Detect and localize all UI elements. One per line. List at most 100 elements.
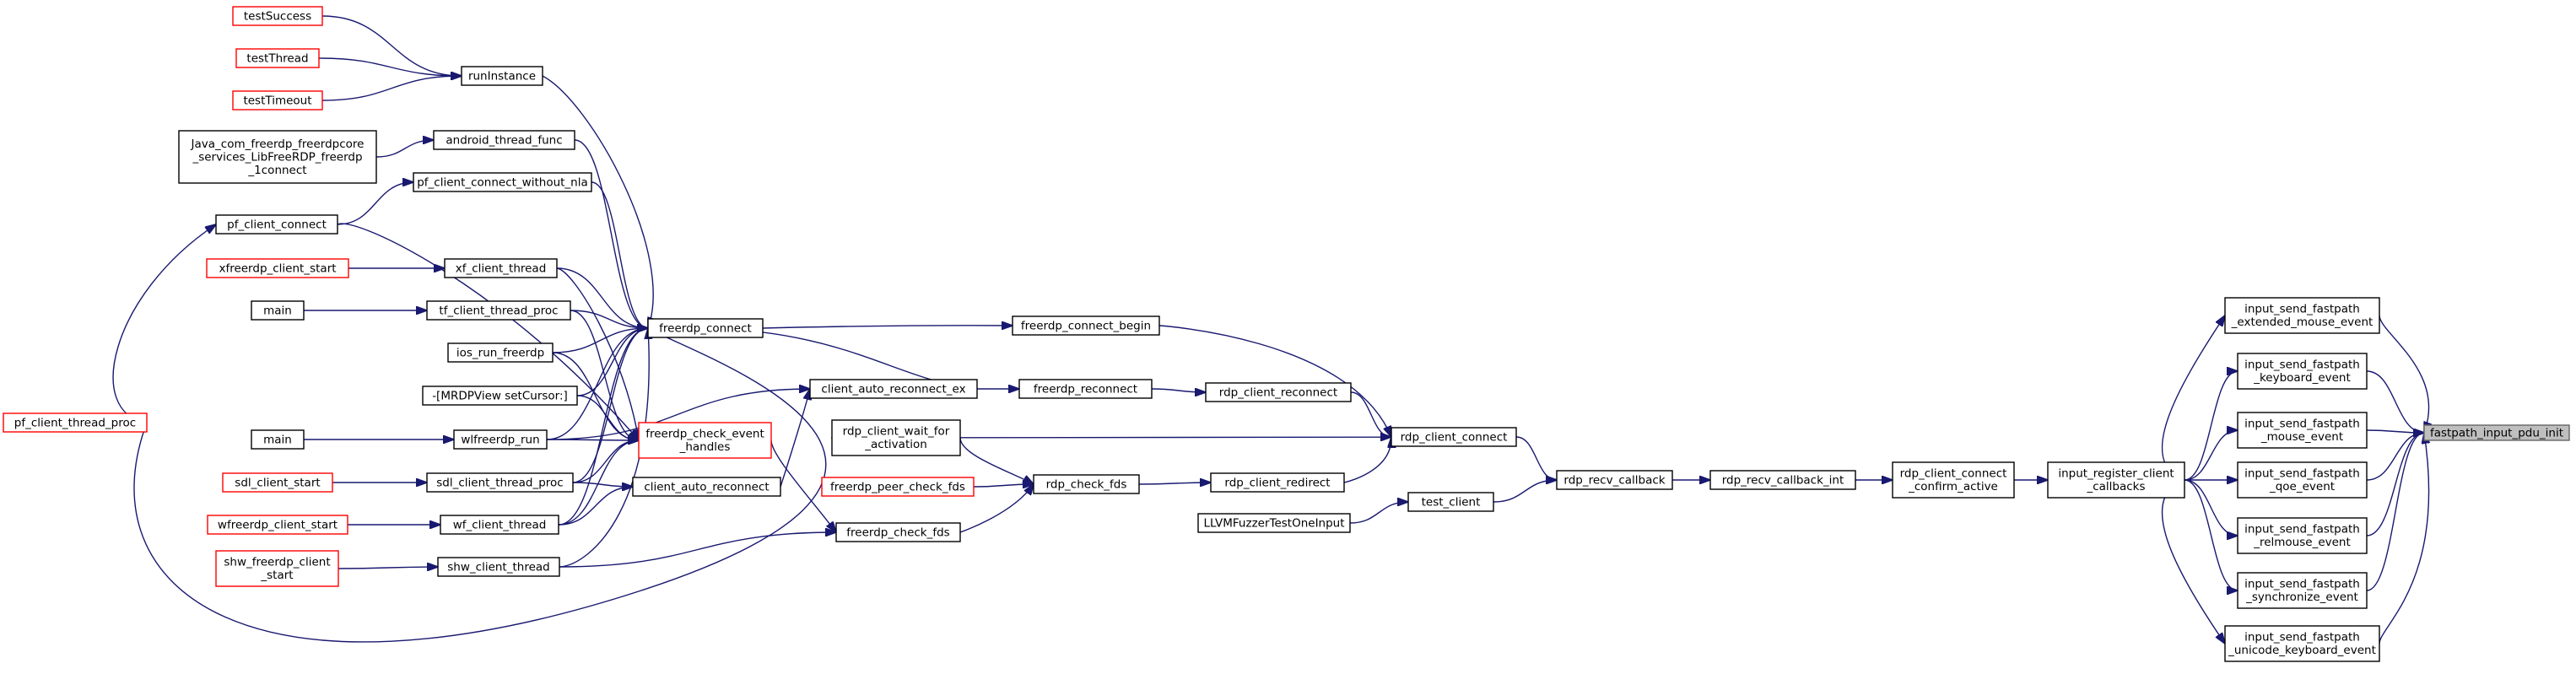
node-qoe[interactable]: input_send_fastpath_qoe_event: [2237, 461, 2368, 499]
node-sdl-start[interactable]: sdl_client_start: [222, 472, 333, 493]
node-runInstance[interactable]: runInstance: [461, 66, 543, 86]
node-box: [422, 386, 578, 406]
node-label: wf_client_thread: [453, 518, 547, 531]
node-label: runInstance: [468, 69, 536, 83]
node-shw-start[interactable]: shw_freerdp_client_start: [215, 550, 339, 587]
node-label: _handles: [679, 440, 731, 454]
node-rdp-check-fds[interactable]: rdp_check_fds: [1033, 474, 1140, 494]
edge-rdp_check_fds-to-rdp_redirect: [1138, 483, 1211, 484]
node-label: input_send_fastpath: [2244, 631, 2360, 644]
edge-tf_proc-to-fc: [570, 310, 648, 328]
node-confirm[interactable]: rdp_client_connect_confirm_active: [1892, 461, 2015, 499]
node-box: [1033, 474, 1140, 494]
node-ext-mouse[interactable]: input_send_fastpath_extended_mouse_event: [2224, 297, 2380, 334]
node-box: [2237, 572, 2368, 609]
node-testThread[interactable]: testThread: [235, 48, 320, 68]
node-xf-thread[interactable]: xf_client_thread: [444, 258, 558, 278]
node-label: pf_client_thread_proc: [14, 416, 136, 429]
node-pf-nla[interactable]: pf_client_connect_without_nla: [413, 172, 592, 192]
node-sync[interactable]: input_send_fastpath_synchronize_event: [2237, 572, 2368, 609]
edge-freerdp_check_fds-to-rdp_check_fds: [959, 484, 1034, 533]
node-test-client[interactable]: test_client: [1407, 492, 1494, 512]
node-label: _services_LibFreeRDP_freerdp: [192, 150, 362, 164]
edge-testTimeout-to-runInstance: [321, 76, 462, 101]
node-box: [638, 422, 772, 459]
node-box: [3, 412, 148, 433]
node-box: [2423, 424, 2570, 441]
edge-ios_run-to-fc: [552, 328, 648, 353]
node-java[interactable]: Java_com_freerdp_freerdpcore_services_Li…: [178, 130, 377, 184]
node-box: [444, 258, 558, 278]
node-wf-thread[interactable]: wf_client_thread: [440, 515, 559, 535]
node-wf-start[interactable]: wfreerdp_client_start: [207, 515, 348, 535]
node-peer-check[interactable]: freerdp_peer_check_fds: [821, 477, 975, 497]
node-label: LLVMFuzzerTestOneInput: [1203, 516, 1344, 530]
edge-relmouse-to-root: [2366, 433, 2424, 537]
edge-pf_connect-to-pf_nla: [337, 182, 413, 225]
node-label: xf_client_thread: [456, 262, 547, 275]
edge-ext_mouse-to-root: [2379, 315, 2429, 433]
node-reg-cb[interactable]: input_register_client_callbacks: [2047, 461, 2185, 499]
node-testSuccess[interactable]: testSuccess: [232, 6, 323, 26]
node-sdl-proc[interactable]: sdl_client_thread_proc: [426, 472, 574, 493]
node-label: rdp_client_connect: [1401, 430, 1508, 444]
node-label: freerdp_check_fds: [846, 526, 949, 539]
node-main2[interactable]: main: [251, 429, 305, 450]
node-box: [632, 477, 781, 497]
node-recv-int[interactable]: rdp_recv_callback_int: [1709, 470, 1856, 490]
node-llvm[interactable]: LLVMFuzzerTestOneInput: [1197, 513, 1351, 533]
node-rdp-redirect[interactable]: rdp_client_redirect: [1210, 472, 1345, 493]
edge-xf_thread-to-fceh: [556, 267, 639, 440]
edges-layer: [112, 15, 2429, 644]
edge-reg_cb-to-mouse: [2184, 430, 2238, 481]
node-wl-run[interactable]: wlfreerdp_run: [453, 429, 548, 450]
node-main1[interactable]: main: [251, 300, 305, 321]
node-mrdp[interactable]: -[MRDPView setCursor:]: [422, 386, 578, 406]
edge-sdl_proc-to-car: [572, 482, 633, 487]
node-freerdp-reconnect[interactable]: freerdp_reconnect: [1018, 379, 1153, 399]
edge-xf_thread-to-fc: [556, 267, 648, 328]
edge-reg_cb-to-keyboard: [2184, 371, 2238, 481]
node-label: input_send_fastpath: [2244, 523, 2360, 537]
node-wait-act[interactable]: rdp_client_wait_for_activation: [831, 419, 961, 456]
node-box: [206, 258, 349, 278]
node-xfstart[interactable]: xfreerdp_client_start: [206, 258, 349, 278]
edge-sync-to-root: [2366, 433, 2424, 591]
node-freerdp-check-fds[interactable]: freerdp_check_fds: [835, 522, 961, 542]
node-pf-connect[interactable]: pf_client_connect: [215, 214, 338, 235]
node-tf-proc[interactable]: tf_client_thread_proc: [426, 300, 571, 321]
node-mouse[interactable]: input_send_fastpath_mouse_event: [2237, 412, 2368, 449]
node-ios-run[interactable]: ios_run_freerdp: [447, 342, 554, 363]
node-relmouse[interactable]: input_send_fastpath_relmouse_event: [2237, 517, 2368, 554]
node-box: [178, 130, 377, 184]
node-box: [809, 379, 978, 399]
edge-reg_cb-to-ext_mouse: [2161, 315, 2225, 481]
node-unicode[interactable]: input_send_fastpath_unicode_keyboard_eve…: [2224, 625, 2380, 662]
edge-keyboard-to-root: [2366, 370, 2424, 433]
node-connect-begin[interactable]: freerdp_connect_begin: [1012, 315, 1160, 336]
node-android[interactable]: android_thread_func: [433, 130, 575, 150]
node-car-ex[interactable]: client_auto_reconnect_ex: [809, 379, 978, 399]
node-root[interactable]: fastpath_input_pdu_init: [2423, 424, 2570, 441]
edge-android-to-fc: [574, 139, 648, 328]
edge-testSuccess-to-runInstance: [321, 15, 462, 76]
node-shw-thread[interactable]: shw_client_thread: [437, 557, 560, 577]
node-label: Java_com_freerdp_freerdpcore: [191, 137, 365, 151]
node-box: [251, 300, 305, 321]
node-rdp-reconnect[interactable]: rdp_client_reconnect: [1205, 382, 1352, 402]
node-box: [821, 477, 975, 497]
edge-testThread-to-runInstance: [318, 57, 462, 76]
node-label: freerdp_check_event: [645, 428, 764, 441]
edge-wf_thread-to-fc: [558, 328, 648, 526]
node-box: [1205, 382, 1352, 402]
node-fc[interactable]: freerdp_connect: [647, 318, 764, 338]
node-label: rdp_client_reconnect: [1219, 386, 1337, 399]
node-testTimeout[interactable]: testTimeout: [232, 90, 323, 111]
node-rdp-connect[interactable]: rdp_client_connect: [1391, 427, 1517, 447]
node-pf-proc[interactable]: pf_client_thread_proc: [3, 412, 148, 433]
node-recv-cb[interactable]: rdp_recv_callback: [1556, 470, 1673, 490]
node-keyboard[interactable]: input_send_fastpath_keyboard_event: [2237, 353, 2368, 390]
node-car[interactable]: client_auto_reconnect: [632, 477, 781, 497]
node-fceh[interactable]: freerdp_check_event_handles: [638, 422, 772, 459]
edge-runInstance-to-fc: [542, 75, 653, 328]
